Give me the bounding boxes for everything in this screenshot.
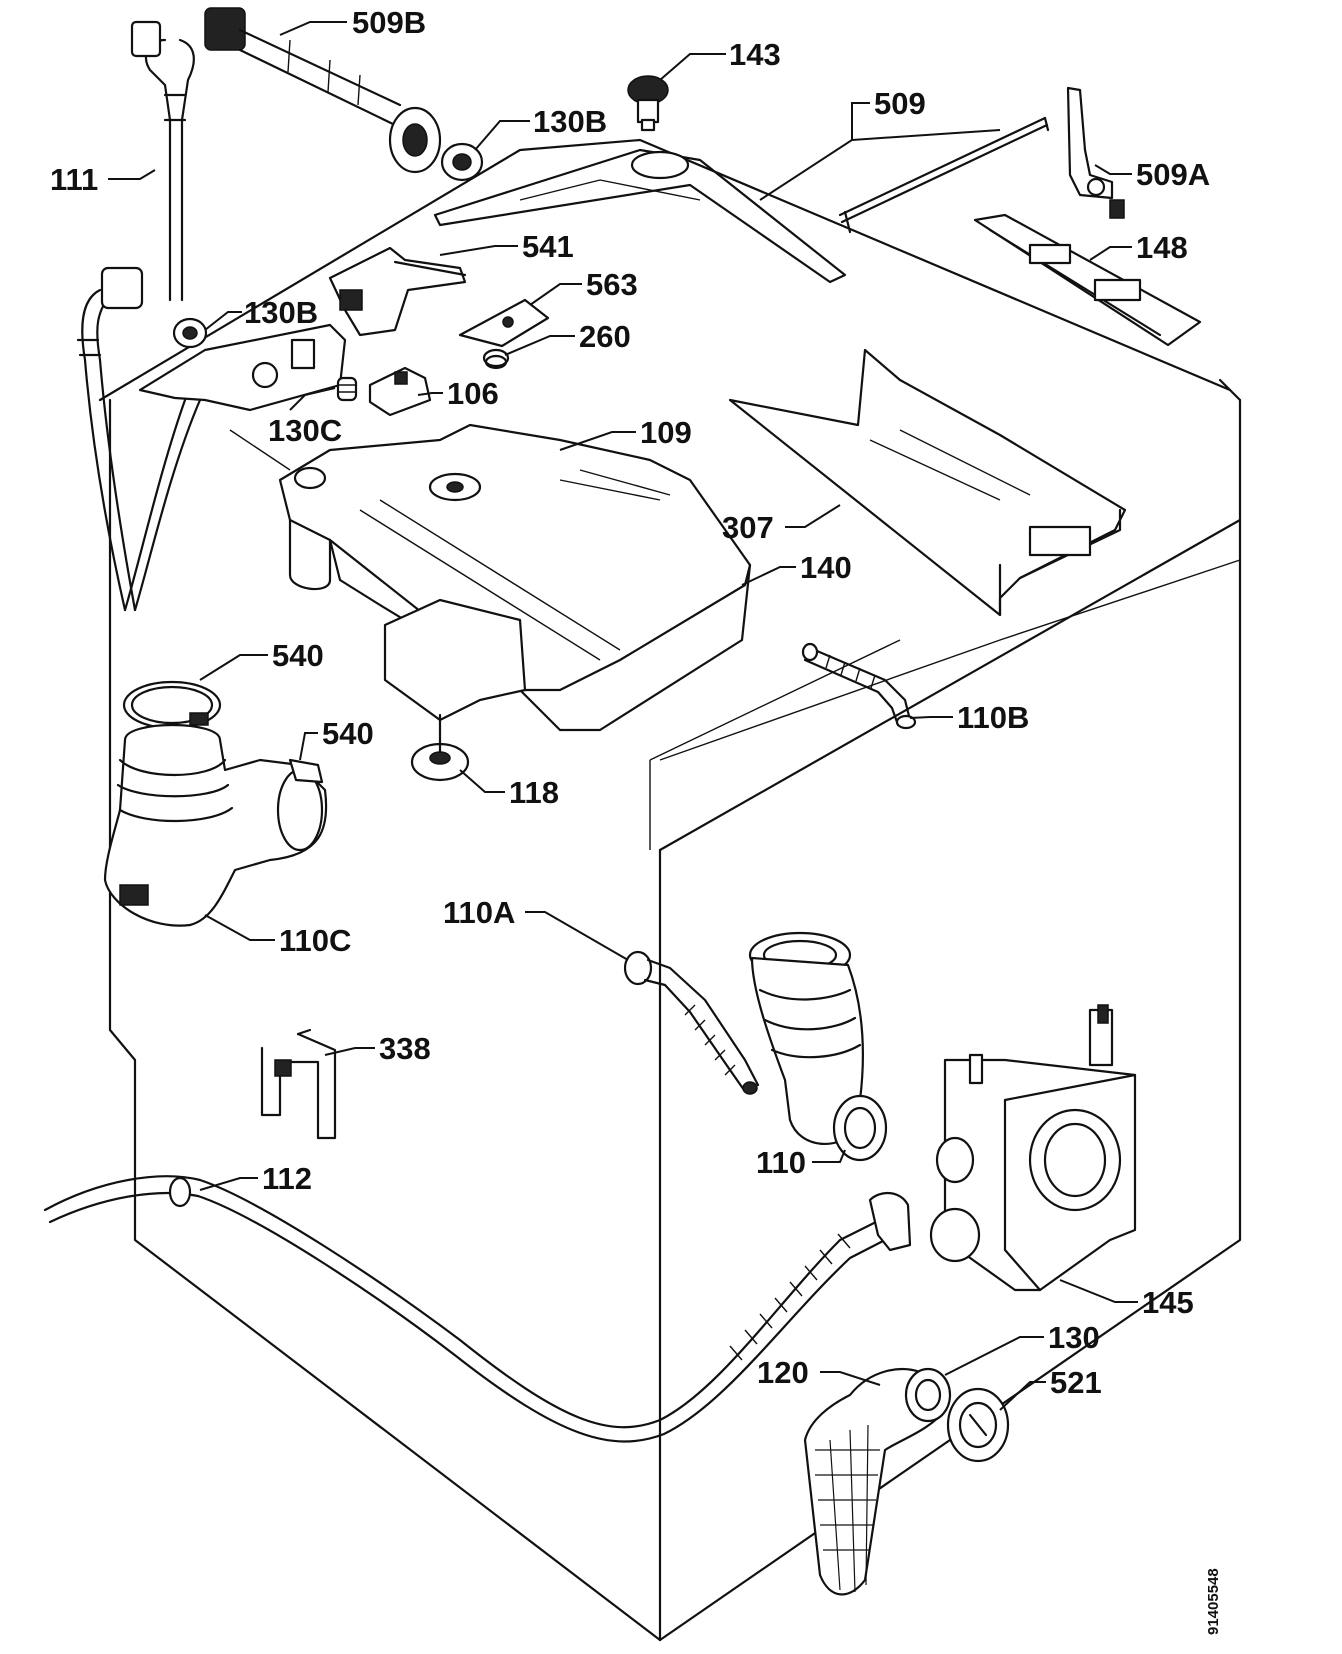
part-338-clip [260, 1028, 337, 1140]
part-110A-hose [623, 950, 760, 1095]
part-143-cap [627, 75, 669, 132]
document-number: 91405548 [1205, 1568, 1222, 1635]
part-111-inlet-hose [76, 20, 202, 612]
label-540-top: 540 [272, 638, 324, 673]
part-106-clip [368, 366, 432, 417]
part-509-rod [838, 116, 1050, 234]
label-130: 130 [1048, 1320, 1100, 1355]
part-bracket-left [138, 323, 347, 412]
part-112-drain-hose [43, 1175, 912, 1443]
part-labels: 509B 143 130B 509 111 509A 148 541 563 1… [50, 5, 1222, 1635]
label-111: 111 [50, 162, 98, 197]
part-130B-nut-left [172, 317, 208, 349]
label-563: 563 [586, 267, 638, 302]
label-140: 140 [800, 550, 852, 585]
part-521-cap [946, 1387, 1010, 1463]
part-307-drawer [728, 348, 1127, 617]
label-109: 109 [640, 415, 692, 450]
label-130B-left: 130B [244, 295, 318, 330]
part-509B-pipe [204, 7, 442, 174]
label-130C: 130C [268, 413, 342, 448]
label-110: 110 [756, 1145, 806, 1180]
part-130B-nut-top [440, 142, 484, 182]
label-110A: 110A [443, 895, 515, 930]
label-110C: 110C [279, 923, 351, 958]
part-110C-sump-hose [103, 723, 328, 927]
label-106: 106 [447, 376, 499, 411]
part-509-bracket [433, 148, 847, 284]
part-110B-hose [801, 642, 917, 730]
part-541-valve [328, 246, 467, 337]
part-260-spring [482, 348, 510, 370]
part-109-dispenser-housing [278, 423, 752, 732]
label-110B: 110B [957, 700, 1029, 735]
label-120: 120 [757, 1355, 809, 1390]
part-509A-lever [1066, 86, 1125, 219]
part-118-gear [410, 713, 470, 782]
part-110-tub-hose [748, 931, 888, 1162]
label-509A: 509A [1136, 157, 1210, 192]
label-509: 509 [874, 86, 926, 121]
part-148-handle [973, 213, 1202, 347]
label-118: 118 [509, 775, 559, 810]
part-120-filter [803, 1367, 952, 1596]
label-148: 148 [1136, 230, 1188, 265]
part-563-cover [458, 298, 550, 348]
label-338: 338 [379, 1031, 431, 1066]
label-112: 112 [262, 1161, 312, 1196]
part-130C-plug [336, 376, 358, 402]
label-145: 145 [1142, 1285, 1194, 1320]
label-130B-top: 130B [533, 104, 607, 139]
label-260: 260 [579, 319, 631, 354]
label-541: 541 [522, 229, 574, 264]
label-143: 143 [729, 37, 781, 72]
label-521: 521 [1050, 1365, 1102, 1400]
label-540-side: 540 [322, 716, 374, 751]
leader-lines [108, 21, 1138, 1411]
part-145-pump [929, 1004, 1137, 1292]
label-307: 307 [722, 510, 774, 545]
part-540-clamp [122, 680, 222, 730]
label-509B: 509B [352, 5, 426, 40]
